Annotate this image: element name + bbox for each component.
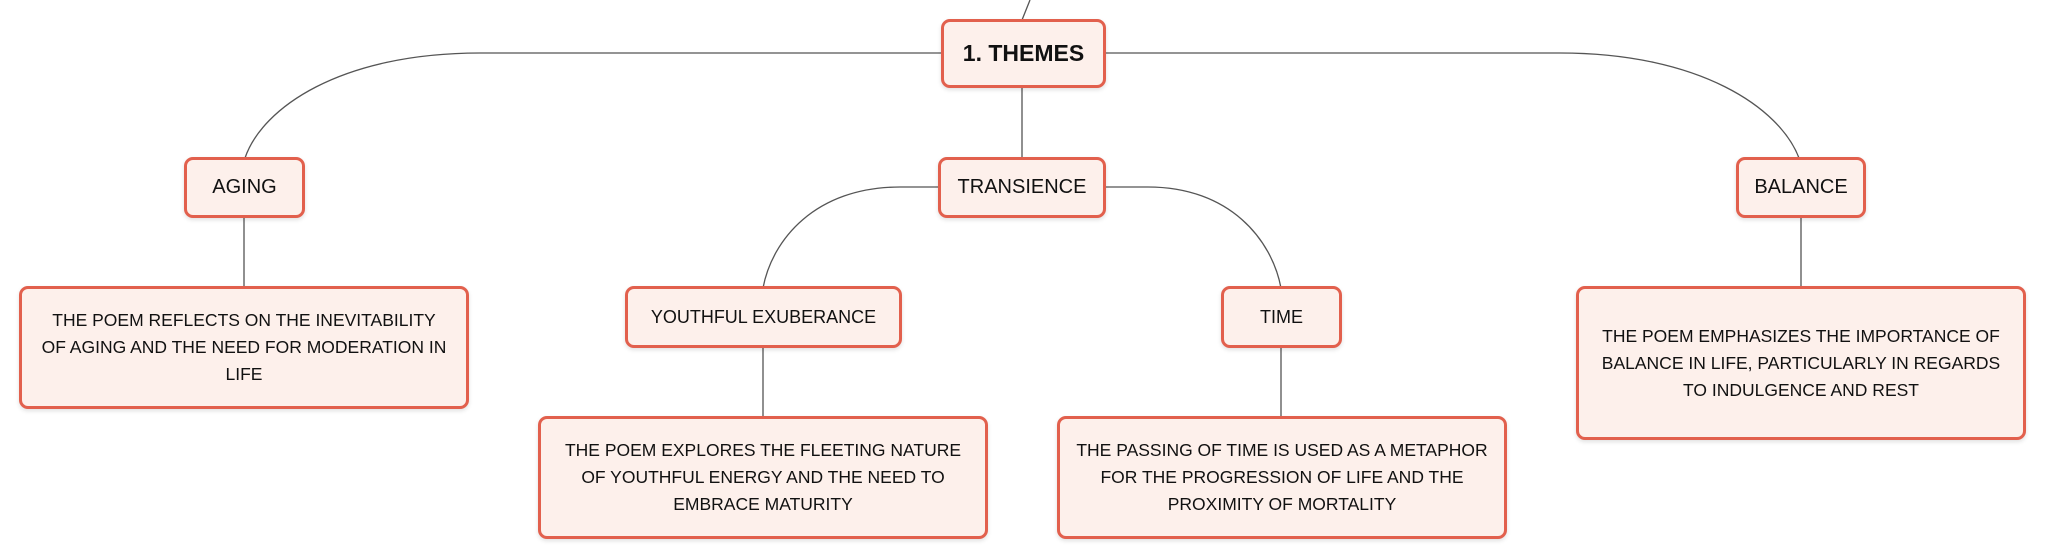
node-time-label: TIME (1260, 306, 1303, 327)
node-youthful-exuberance-description-text: THE POEM EXPLORES THE FLEETING NATURE OF… (564, 440, 962, 514)
connector-transience-to-youthful (762, 186, 939, 289)
node-youthful-exuberance-description[interactable]: THE POEM EXPLORES THE FLEETING NATURE OF… (538, 416, 988, 539)
node-aging-description[interactable]: THE POEM REFLECTS ON THE INEVITABILITY O… (19, 286, 469, 409)
node-time[interactable]: TIME (1221, 286, 1342, 348)
node-balance-description-text: THE POEM EMPHASIZES THE IMPORTANCE OF BA… (1601, 325, 2001, 400)
node-aging[interactable]: AGING (184, 157, 305, 218)
node-aging-label: AGING (212, 176, 277, 198)
node-aging-description-text: THE POEM REFLECTS ON THE INEVITABILITY O… (41, 310, 447, 384)
node-transience-label: TRANSIENCE (957, 176, 1087, 198)
node-balance-label: BALANCE (1754, 176, 1848, 198)
node-transience[interactable]: TRANSIENCE (938, 157, 1106, 218)
root-node-themes[interactable]: 1. THEMES (941, 19, 1106, 88)
node-time-description-text: THE PASSING OF TIME IS USED AS A METAPHO… (1076, 440, 1488, 514)
root-node-label: 1. THEMES (962, 40, 1085, 66)
connector-root-to-aging (244, 52, 943, 159)
node-balance[interactable]: BALANCE (1736, 157, 1866, 218)
connector-transience-to-time (1105, 186, 1282, 289)
node-youthful-exuberance[interactable]: YOUTHFUL EXUBERANCE (625, 286, 902, 348)
node-youthful-exuberance-label: YOUTHFUL EXUBERANCE (650, 306, 877, 327)
connector-parent-to-root (1021, 0, 1031, 21)
node-balance-description[interactable]: THE POEM EMPHASIZES THE IMPORTANCE OF BA… (1576, 286, 2026, 440)
node-time-description[interactable]: THE PASSING OF TIME IS USED AS A METAPHO… (1057, 416, 1507, 539)
connector-root-to-balance (1104, 52, 1800, 159)
